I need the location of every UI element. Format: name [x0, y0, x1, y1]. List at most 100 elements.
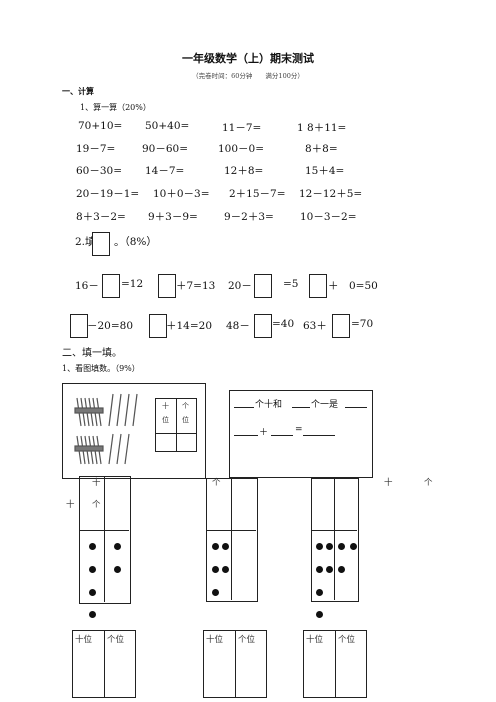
- answer-box[interactable]: [254, 274, 272, 298]
- page-title: 一年级数学（上）期末测试: [182, 52, 314, 65]
- bead: [338, 566, 345, 573]
- abacus-label: 个: [212, 478, 221, 488]
- calc-item: 12－12＋5=: [299, 188, 363, 200]
- answer-box[interactable]: [102, 274, 120, 298]
- calc-item: 20－19－1=: [76, 188, 140, 200]
- answer-box[interactable]: [70, 314, 88, 338]
- bead: [89, 566, 96, 573]
- ones-column-label: 个位: [338, 635, 356, 645]
- abacus-label: 十: [384, 478, 393, 488]
- bead: [326, 566, 333, 573]
- calc-item: 2＋15－7=: [229, 188, 286, 200]
- fill-text: =5: [283, 278, 299, 290]
- tens-label-sub: 位: [162, 416, 169, 424]
- answer-table-3[interactable]: 十位 个位: [303, 630, 367, 698]
- answer-table-1[interactable]: 十位 个位: [72, 630, 136, 698]
- question-2-1-label: 1、看图填数。（9%）: [62, 364, 140, 373]
- fill-text: =70: [351, 318, 374, 330]
- bead: [326, 543, 333, 550]
- question-1-label: 1、算一算（20%）: [80, 103, 151, 112]
- calc-item: 1 8＋11=: [297, 122, 347, 134]
- bead: [89, 611, 96, 618]
- tens-column-label: 十位: [75, 635, 93, 645]
- sentence-text: 个十和: [255, 400, 283, 410]
- calc-item: 60－30=: [76, 165, 123, 177]
- fill-text: 16－: [75, 280, 99, 292]
- calc-item: 9＋3－9=: [148, 211, 198, 223]
- bead: [316, 589, 323, 596]
- answer-line[interactable]: [345, 407, 367, 408]
- sentence-text: 个一是: [311, 400, 339, 410]
- bead: [114, 566, 121, 573]
- answer-line[interactable]: [234, 435, 258, 436]
- answer-line[interactable]: [234, 407, 254, 408]
- bead: [350, 543, 357, 550]
- place-value-table: 十 个 位 位: [155, 398, 197, 452]
- tens-column-label: 十位: [206, 635, 224, 645]
- calc-item: 8＋3－2=: [76, 211, 126, 223]
- page-subtitle: （完卷时间：60分钟 满分100分）: [192, 72, 304, 80]
- equals-sign: =: [295, 425, 303, 435]
- answer-box[interactable]: [158, 274, 176, 298]
- calc-item: 14－7=: [145, 165, 185, 177]
- fill-text: 63＋: [303, 320, 327, 332]
- bead: [114, 543, 121, 550]
- bead: [89, 589, 96, 596]
- plus-sign: ＋: [259, 428, 269, 438]
- calc-item: 8＋8=: [305, 143, 338, 155]
- ones-label: 个: [182, 402, 189, 410]
- calc-item: 12＋8=: [224, 165, 264, 177]
- fill-text: 20－: [228, 280, 252, 292]
- question-2-label-suffix: 。（8%）: [114, 236, 157, 248]
- fill-text: =40: [272, 318, 295, 330]
- calc-item: 19－7=: [76, 143, 116, 155]
- fill-text: ＋7=13: [176, 280, 216, 292]
- abacus-label: 个: [92, 500, 101, 510]
- answer-box[interactable]: [309, 274, 327, 298]
- bead: [316, 543, 323, 550]
- bundled-sticks-image: [74, 393, 138, 465]
- calc-item: 10－3－2=: [300, 211, 357, 223]
- bead: [338, 543, 345, 550]
- tens-label: 十: [162, 402, 169, 410]
- bead: [222, 566, 229, 573]
- answer-line[interactable]: [303, 435, 335, 436]
- answer-box[interactable]: [149, 314, 167, 338]
- abacus-label: 十: [92, 478, 101, 488]
- bead: [316, 611, 323, 618]
- abacus-label: 个: [424, 478, 433, 488]
- calc-item: 10＋0－3=: [153, 188, 210, 200]
- answer-box[interactable]: [254, 314, 272, 338]
- bead: [212, 566, 219, 573]
- fill-text: －20=80: [87, 320, 134, 332]
- calc-item: 9－2＋3=: [224, 211, 274, 223]
- ones-label-sub: 位: [182, 416, 189, 424]
- calc-item: 50+40=: [145, 120, 190, 132]
- question-2-label-prefix: 2.填: [75, 236, 96, 248]
- answer-box[interactable]: [332, 314, 350, 338]
- fill-text: 48－: [226, 320, 250, 332]
- section-heading-calc: 一、计算: [62, 86, 94, 96]
- abacus-label: 十: [66, 500, 75, 510]
- fill-text: =12: [121, 278, 144, 290]
- bead: [212, 543, 219, 550]
- answer-table-2[interactable]: 十位 个位: [203, 630, 267, 698]
- counting-picture-frame: 十 个 位 位: [62, 383, 206, 479]
- fill-text: ＋ 0=50: [328, 280, 378, 292]
- calc-item: 100－0=: [218, 143, 265, 155]
- answer-line[interactable]: [271, 435, 293, 436]
- ones-column-label: 个位: [107, 635, 125, 645]
- calc-item: 11－7=: [222, 122, 262, 134]
- fill-text: ＋14=20: [166, 320, 213, 332]
- answer-box[interactable]: [92, 232, 110, 256]
- bead: [316, 566, 323, 573]
- calc-item: 70+10=: [78, 120, 123, 132]
- answer-sentence-frame: 个十和 个一是 ＋ =: [229, 390, 373, 478]
- bead: [212, 589, 219, 596]
- answer-line[interactable]: [292, 407, 310, 408]
- ones-column-label: 个位: [238, 635, 256, 645]
- section-heading-fill: 二、填一填。: [62, 348, 122, 359]
- bead: [222, 543, 229, 550]
- calc-item: 90－60=: [142, 143, 189, 155]
- tens-column-label: 十位: [306, 635, 324, 645]
